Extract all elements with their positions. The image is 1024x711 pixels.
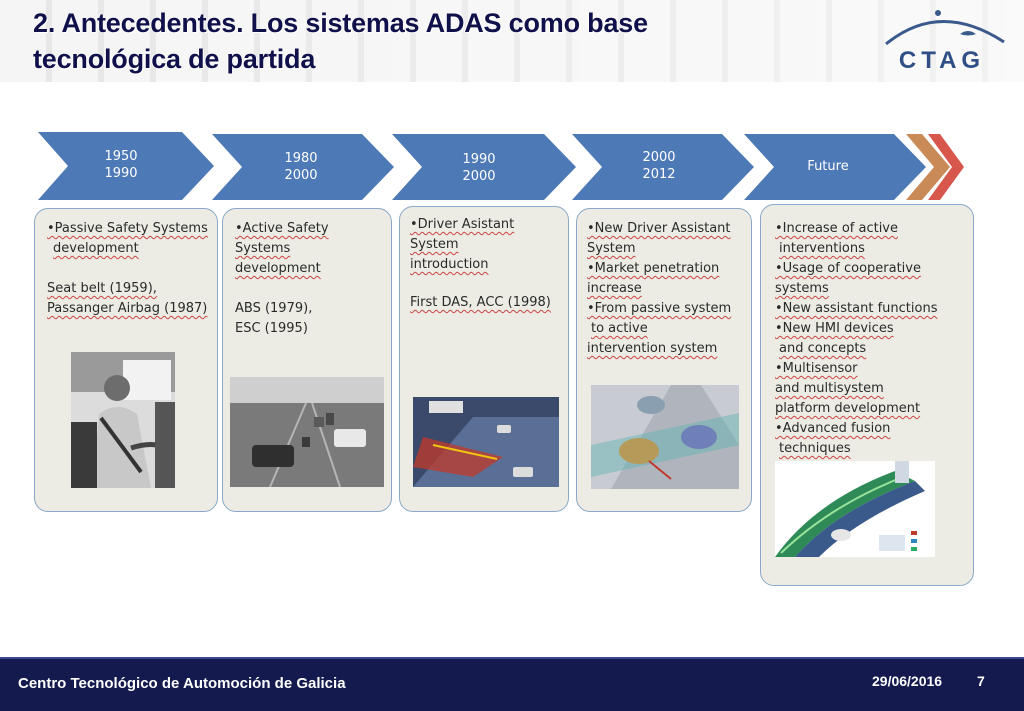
period-label-4: 2000 2012 (564, 149, 754, 183)
era-1-line-2: development (53, 241, 139, 256)
period-arrow-1: 1950 1990 (38, 132, 214, 200)
period-arrow-2: 1980 2000 (212, 134, 394, 200)
period-end-2: 2000 (284, 168, 318, 183)
era-5-line-9: and multisystem (775, 381, 884, 396)
period-label-1: 1950 1990 (28, 148, 214, 182)
cooperative-systems-image (775, 461, 935, 557)
logo-text: CTAG (899, 47, 985, 74)
era-5-line-3: •Usage of cooperative (775, 261, 921, 276)
era-4-line-4: increase (587, 281, 642, 296)
period-start-1: 1950 (104, 149, 138, 164)
era-4-line-2: System (587, 241, 636, 256)
era-5-line-7: and concepts (779, 341, 867, 356)
period-arrow-5: Future (744, 134, 966, 200)
page-number: 7 (977, 673, 985, 689)
era-5-line-5: •New assistant functions (775, 301, 938, 316)
period-start-2: 1980 (284, 151, 318, 166)
era-3-line-1: •Driver Asistant System (410, 217, 515, 252)
title-line-1: 2. Antecedentes. Los sistemas ADAS como … (33, 8, 648, 38)
era-5-line-6: •New HMI devices (775, 321, 894, 336)
abs-test-photo (230, 377, 384, 487)
period-arrow-3: 1990 2000 (392, 134, 576, 200)
title-line-2: tecnológica de partida (33, 44, 316, 74)
intervention-diagram-image (591, 385, 739, 489)
era-1-line-5: Passanger Airbag (1987) (47, 301, 208, 316)
era-5-line-11: •Advanced fusion (775, 421, 891, 436)
era-card-5: •Increase of active interventions •Usage… (760, 204, 974, 586)
era-4-line-5: •From passive system (587, 301, 732, 316)
header-background (0, 0, 1024, 82)
footer-bar: Centro Tecnológico de Automoción de Gali… (0, 657, 1024, 711)
era-2-line-1: •Active Safety Systems (235, 221, 329, 256)
era-1-line-4: Seat belt (1959), (47, 281, 157, 296)
period-label-5: Future (730, 158, 926, 175)
era-card-2: •Active Safety Systems development ABS (… (222, 208, 392, 512)
era-5-line-1: •Increase of active (775, 221, 898, 236)
era-5-line-2: interventions (779, 241, 865, 256)
era-5-line-4: systems (775, 281, 829, 296)
era-4-line-6: to active (591, 321, 648, 336)
period-end-3: 2000 (462, 169, 496, 184)
era-card-1: •Passive Safety Systems development Seat… (34, 208, 218, 512)
era-card-4: •New Driver Assistant System •Market pen… (576, 208, 752, 512)
period-start-3: 1990 (462, 152, 496, 167)
period-label-3: 1990 2000 (382, 151, 576, 185)
ctag-logo: CTAG (880, 4, 1010, 76)
era-text-3: •Driver Asistant System introduction Fir… (410, 215, 560, 313)
header-banner: 2. Antecedentes. Los sistemas ADAS como … (0, 0, 1024, 82)
era-text-1: •Passive Safety Systems development Seat… (47, 219, 209, 319)
era-4-line-1: •New Driver Assistant (587, 221, 731, 236)
era-card-3: •Driver Asistant System introduction Fir… (399, 206, 569, 512)
era-2-line-5: ESC (1995) (235, 321, 308, 336)
period-label-2: 1980 2000 (208, 150, 394, 184)
era-text-2: •Active Safety Systems development ABS (… (235, 219, 383, 339)
footer-organization: Centro Tecnológico de Automoción de Gali… (18, 675, 346, 692)
period-start-4: 2000 (642, 150, 676, 165)
timeline-area: 1950 1990 1980 2000 1990 2000 2000 2012 … (0, 82, 1024, 657)
era-5-line-8: •Multisensor (775, 361, 858, 376)
era-3-line-4: First DAS, ACC (1998) (410, 295, 551, 310)
era-5-line-12: techniques (779, 441, 851, 456)
era-text-4: •New Driver Assistant System •Market pen… (587, 219, 743, 359)
period-end-4: 2012 (642, 167, 676, 182)
era-text-5: •Increase of active interventions •Usage… (775, 219, 965, 459)
acc-diagram-image (413, 397, 559, 487)
period-arrow-4: 2000 2012 (572, 134, 754, 200)
era-3-line-2: introduction (410, 257, 489, 272)
era-4-line-7: intervention system (587, 341, 718, 356)
era-2-line-2: development (235, 261, 321, 276)
era-4-line-3: •Market penetration (587, 261, 720, 276)
era-2-line-4: ABS (1979), (235, 301, 313, 316)
period-end-1: 1990 (104, 166, 138, 181)
era-1-line-1: •Passive Safety Systems (47, 221, 208, 236)
period-start-5: Future (807, 159, 849, 174)
seatbelt-photo (71, 352, 175, 488)
era-5-line-10: platform development (775, 401, 921, 416)
footer-date: 29/06/2016 (872, 673, 943, 689)
slide-title: 2. Antecedentes. Los sistemas ADAS como … (33, 5, 648, 77)
